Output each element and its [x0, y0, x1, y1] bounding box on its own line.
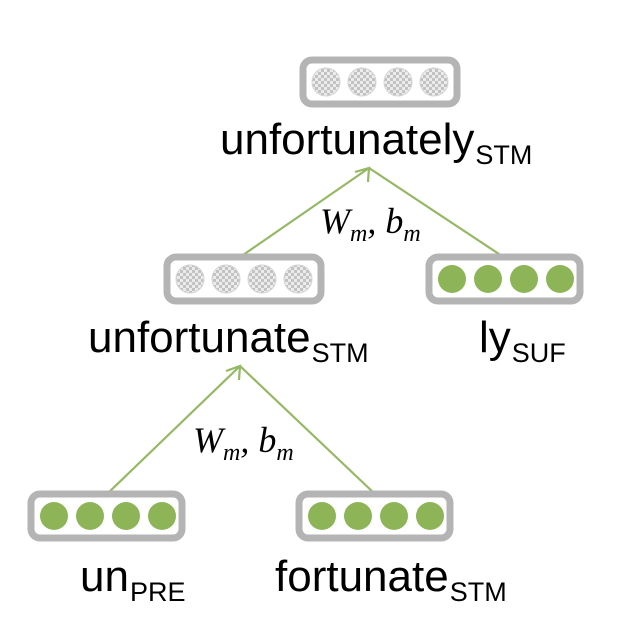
- label-ly: lySUF: [479, 313, 566, 367]
- param-w-sub-lower: m: [223, 440, 241, 466]
- label-unfortunately: unfortunatelySTM: [220, 115, 532, 169]
- params-lower: Wm, bm: [193, 420, 294, 465]
- un-vector-cell: [40, 502, 68, 530]
- arrowhead-unfortunate: [225, 364, 242, 381]
- fortunate-vector-cell: [416, 502, 444, 530]
- label-unfortunate: unfortunateSTM: [88, 313, 369, 367]
- fortunate-vector-cell: [380, 502, 408, 530]
- top-vector-cell: [311, 67, 341, 97]
- param-b-lower: b: [258, 420, 277, 460]
- tag-fortunate: STM: [449, 577, 507, 607]
- mid-vector-cell: [283, 264, 313, 294]
- word-fortunate: fortunate: [275, 552, 449, 601]
- mid-vector-cell: [247, 264, 277, 294]
- mid-vector-cell: [175, 264, 205, 294]
- top-vector-cell: [383, 67, 413, 97]
- vector-box-unfortunately: [299, 56, 461, 108]
- tag-unfortunately: STM: [475, 140, 533, 170]
- label-fortunate: fortunateSTM: [275, 552, 507, 606]
- word-unfortunately: unfortunately: [220, 115, 475, 164]
- un-vector-cell: [112, 502, 140, 530]
- params-upper: Wm, bm: [320, 201, 421, 246]
- word-ly: ly: [479, 313, 511, 362]
- ly-vector-cell: [474, 265, 502, 293]
- param-sep-upper: ,: [367, 201, 386, 241]
- param-w-upper: W: [320, 201, 350, 241]
- param-sep-lower: ,: [240, 420, 259, 460]
- fortunate-vector-cell: [308, 502, 336, 530]
- word-un: un: [80, 552, 129, 601]
- arrow-unfortunate-to-unfortunately: [242, 167, 370, 256]
- mid-vector-cell: [211, 264, 241, 294]
- lower-composition-arrows: [106, 364, 376, 495]
- param-w-sub-upper: m: [350, 221, 368, 247]
- param-b-upper: b: [385, 201, 404, 241]
- ly-vector-cell: [438, 265, 466, 293]
- param-w-lower: W: [193, 420, 223, 460]
- arrow-ly-to-unfortunately: [368, 167, 506, 259]
- ly-vector-cell: [546, 265, 574, 293]
- arrow-un-to-unfortunate: [106, 365, 241, 495]
- fortunate-vector-cell: [344, 502, 372, 530]
- arrow-fortunate-to-unfortunate: [239, 365, 376, 495]
- top-vector-cell: [419, 67, 449, 97]
- tag-ly: SUF: [511, 338, 566, 368]
- vector-box-un: [27, 490, 186, 542]
- vector-box-fortunate: [295, 490, 454, 542]
- ly-vector-cell: [510, 265, 538, 293]
- tag-unfortunate: STM: [311, 338, 369, 368]
- param-b-sub-upper: m: [403, 221, 421, 247]
- un-vector-cell: [76, 502, 104, 530]
- un-vector-cell: [148, 502, 176, 530]
- vector-box-ly: [425, 253, 584, 305]
- top-vector-cell: [347, 67, 377, 97]
- param-b-sub-lower: m: [276, 440, 294, 466]
- arrowhead-unfortunately: [354, 166, 371, 183]
- vector-box-unfortunate: [163, 253, 325, 305]
- word-unfortunate: unfortunate: [88, 313, 311, 362]
- label-un: unPRE: [80, 552, 185, 606]
- upper-composition-arrows: [242, 166, 506, 259]
- tag-un: PRE: [129, 577, 186, 607]
